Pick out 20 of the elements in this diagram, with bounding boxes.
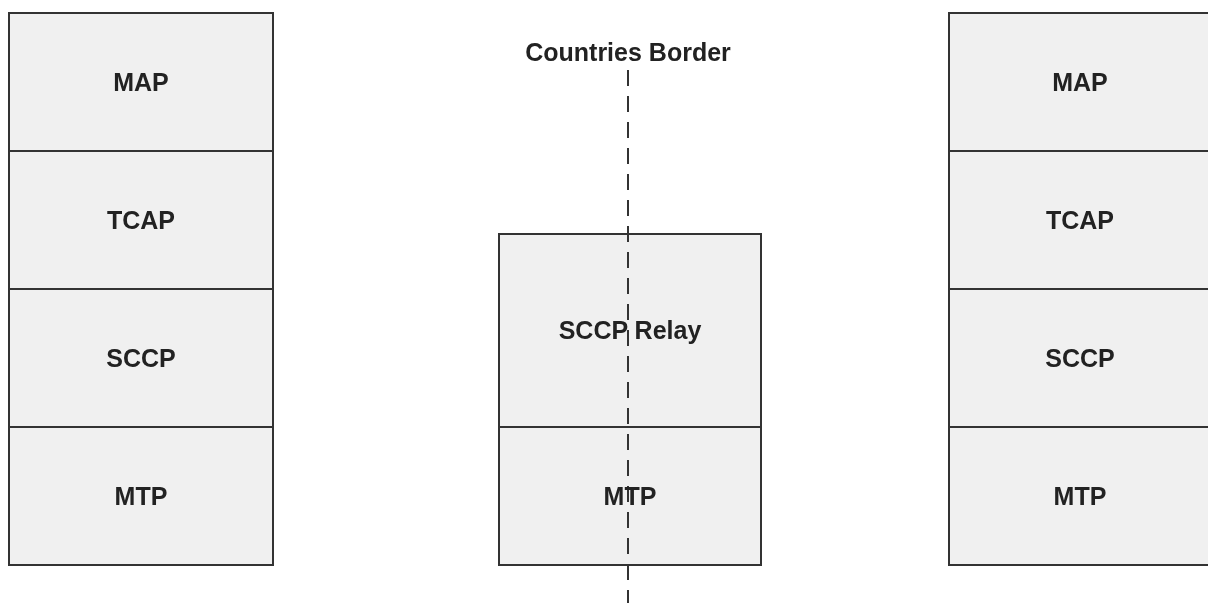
relay-layer-box (498, 233, 762, 428)
protocol-layer-box (8, 12, 274, 152)
layer-label: MTP (114, 481, 168, 511)
protocol-layer-box (948, 288, 1208, 428)
protocol-layer-box (948, 12, 1208, 152)
protocol-layer-box (8, 150, 274, 290)
layer-label: SCCP (106, 343, 176, 373)
protocol-layer-box (8, 426, 274, 566)
protocol-layer-box (948, 150, 1208, 290)
layer-label: MAP (1052, 67, 1108, 97)
layer-label: MTP (1053, 481, 1107, 511)
protocol-layer-box (8, 288, 274, 428)
protocol-layer-box (498, 426, 762, 566)
layer-label: MAP (113, 67, 169, 97)
layer-label: SCCP (1045, 343, 1115, 373)
border-label: Countries Border (525, 38, 731, 67)
layer-label: SCCP Relay (558, 316, 702, 345)
layer-label: TCAP (1045, 205, 1115, 235)
protocol-layer-box (948, 426, 1208, 566)
layer-label: TCAP (106, 205, 176, 235)
